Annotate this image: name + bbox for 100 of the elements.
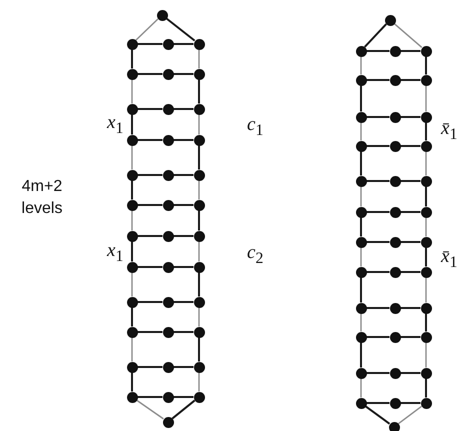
graph-edge (174, 266, 194, 268)
graph-edge (400, 180, 420, 182)
vertex-dot (162, 296, 174, 308)
graph-edge (366, 211, 390, 213)
graph-edge (400, 241, 420, 243)
graph-edge (174, 139, 194, 141)
vertex-dot (420, 236, 432, 248)
variable-label: x̄$_{1}$ (441, 247, 458, 273)
graph-edge (425, 56, 427, 74)
graph-edge (136, 400, 164, 420)
clause-label: c$_{2}$ (247, 243, 264, 269)
graph-edge (400, 402, 420, 404)
variable-label: x$_{1}$ (107, 241, 124, 267)
graph-edge (138, 108, 162, 110)
vertex-dot (126, 392, 138, 402)
graph-edge (198, 242, 200, 262)
graph-edge (425, 186, 427, 206)
graph-edge (138, 43, 162, 45)
vertex-dot (126, 230, 138, 242)
vertex-dot (390, 112, 400, 122)
graph-edge (131, 50, 133, 68)
vertex-dot (420, 266, 432, 278)
vertex-dot (356, 368, 366, 378)
vertex-dot (162, 68, 174, 80)
graph-edge (131, 272, 133, 296)
vertex-dot (384, 14, 396, 26)
vertex-dot (126, 38, 138, 50)
vertex-dot (162, 262, 174, 272)
vertex-dot (420, 206, 432, 218)
graph-edge (366, 180, 390, 182)
vertex-dot (390, 140, 400, 152)
vertex-dot (162, 416, 174, 428)
graph-edge (138, 73, 162, 75)
graph-edge (138, 331, 162, 333)
vertex-dot (162, 392, 174, 402)
graph-edge (400, 307, 420, 309)
graph-edge (366, 50, 390, 52)
vertex-dot (162, 38, 174, 50)
graph-edge (198, 114, 200, 134)
graph-edge (174, 73, 194, 75)
vertex-dot (390, 332, 400, 342)
graph-edge (425, 342, 427, 368)
graph-edge (138, 174, 162, 176)
vertex-dot (356, 398, 366, 408)
vertex-dot (420, 112, 432, 122)
vertex-dot (194, 170, 204, 180)
graph-edge (174, 204, 194, 206)
graph-edge (366, 307, 390, 309)
graph-edge (360, 314, 362, 332)
graph-edge (131, 80, 133, 104)
graph-edge (400, 372, 420, 374)
vertex-dot (356, 176, 366, 186)
vertex-dot (126, 362, 138, 372)
vertex-dot (390, 46, 400, 56)
vertex-dot (390, 368, 400, 378)
graph-edge (174, 331, 194, 333)
variable-label: x̄$_{1}$ (441, 119, 458, 145)
graph-edge (166, 18, 196, 42)
vertex-dot (356, 266, 366, 278)
vertex-dot (156, 10, 168, 20)
vertex-dot (162, 230, 174, 242)
graph-edge (198, 308, 200, 326)
graph-edge (174, 174, 194, 176)
graph-edge (364, 23, 387, 48)
graph-edge (364, 405, 390, 425)
vertex-dot (194, 362, 204, 372)
vertex-dot (126, 326, 138, 338)
graph-edge (425, 122, 427, 140)
vertex-dot (162, 326, 174, 338)
graph-edge (138, 139, 162, 141)
graph-edge (400, 79, 420, 81)
graph-edge (131, 338, 133, 362)
graph-edge (174, 235, 194, 237)
vertex-dot (356, 332, 366, 342)
vertex-dot (162, 134, 174, 146)
graph-edge (366, 336, 390, 338)
vertex-dot (194, 392, 204, 402)
graph-edge (174, 301, 194, 303)
graph-edge (360, 122, 362, 140)
graph-edge (400, 145, 420, 147)
vertex-dot (390, 236, 400, 248)
graph-edge (425, 86, 427, 112)
vertex-dot (388, 422, 400, 431)
graph-edge (400, 211, 420, 213)
vertex-dot (356, 74, 366, 86)
vertex-dot (194, 296, 204, 308)
vertex-dot (194, 38, 204, 50)
vertex-dot (194, 230, 204, 242)
graph-edge (131, 180, 133, 200)
level-count-label: 4m+2 levels (20, 177, 64, 219)
graph-edge (425, 378, 427, 398)
graph-edge (172, 400, 196, 420)
vertex-dot (356, 236, 366, 248)
graph-edge (400, 336, 420, 338)
vertex-dot (126, 170, 138, 180)
graph-edge (360, 378, 362, 398)
graph-edge (360, 342, 362, 368)
vertex-dot (420, 398, 432, 408)
graph-edge (198, 338, 200, 362)
vertex-dot (356, 112, 366, 122)
